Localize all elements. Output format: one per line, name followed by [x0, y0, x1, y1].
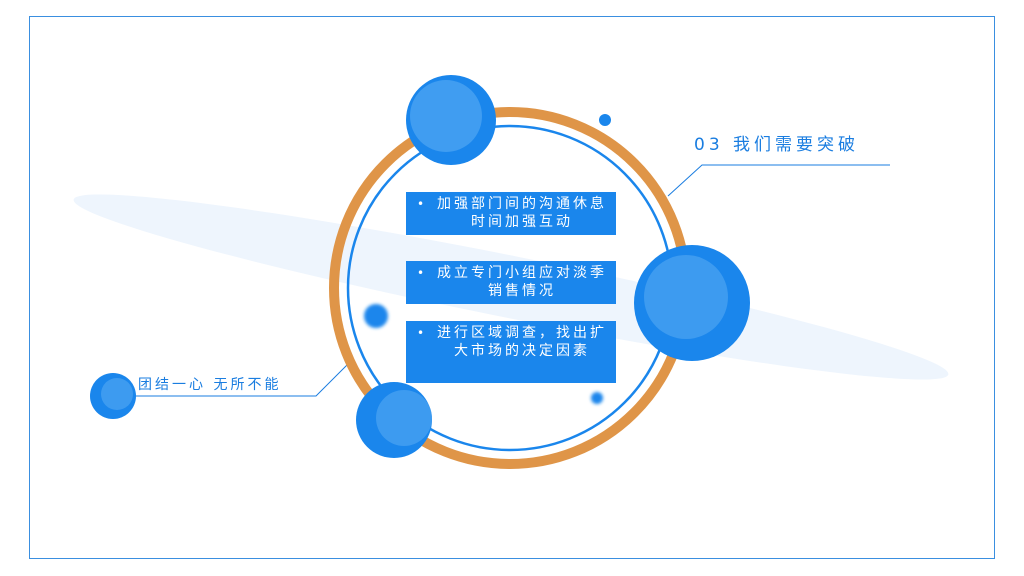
bullet-1: • — [417, 197, 428, 211]
section-title: 03 我们需要突破 — [694, 135, 860, 155]
small-dot-top — [599, 114, 611, 126]
blurred-dot-left — [364, 304, 388, 328]
bubble-bottom-highlight — [376, 390, 432, 446]
content-box-3: • 进行区域调查，找出扩大市场的决定因素 — [406, 321, 616, 383]
bubble-top-highlight — [410, 80, 482, 152]
slide-frame — [29, 16, 995, 559]
bullet-3: • — [417, 326, 428, 340]
slogan-leader-line — [134, 359, 353, 397]
bubble-slogan-highlight — [101, 378, 133, 410]
bubble-right-highlight — [644, 255, 728, 339]
content-text-1: 加强部门间的沟通休息时间加强互动 — [437, 196, 607, 230]
bullet-2: • — [417, 266, 428, 280]
content-text-2: 成立专门小组应对淡季销售情况 — [437, 265, 607, 299]
title-leader-line — [667, 164, 890, 197]
content-box-1: • 加强部门间的沟通休息时间加强互动 — [406, 192, 616, 235]
content-text-3: 进行区域调查，找出扩大市场的决定因素 — [437, 325, 607, 359]
slogan-text: 团结一心 无所不能 — [138, 377, 282, 393]
content-box-2: • 成立专门小组应对淡季销售情况 — [406, 261, 616, 304]
blurred-dot-bottom — [591, 392, 603, 404]
